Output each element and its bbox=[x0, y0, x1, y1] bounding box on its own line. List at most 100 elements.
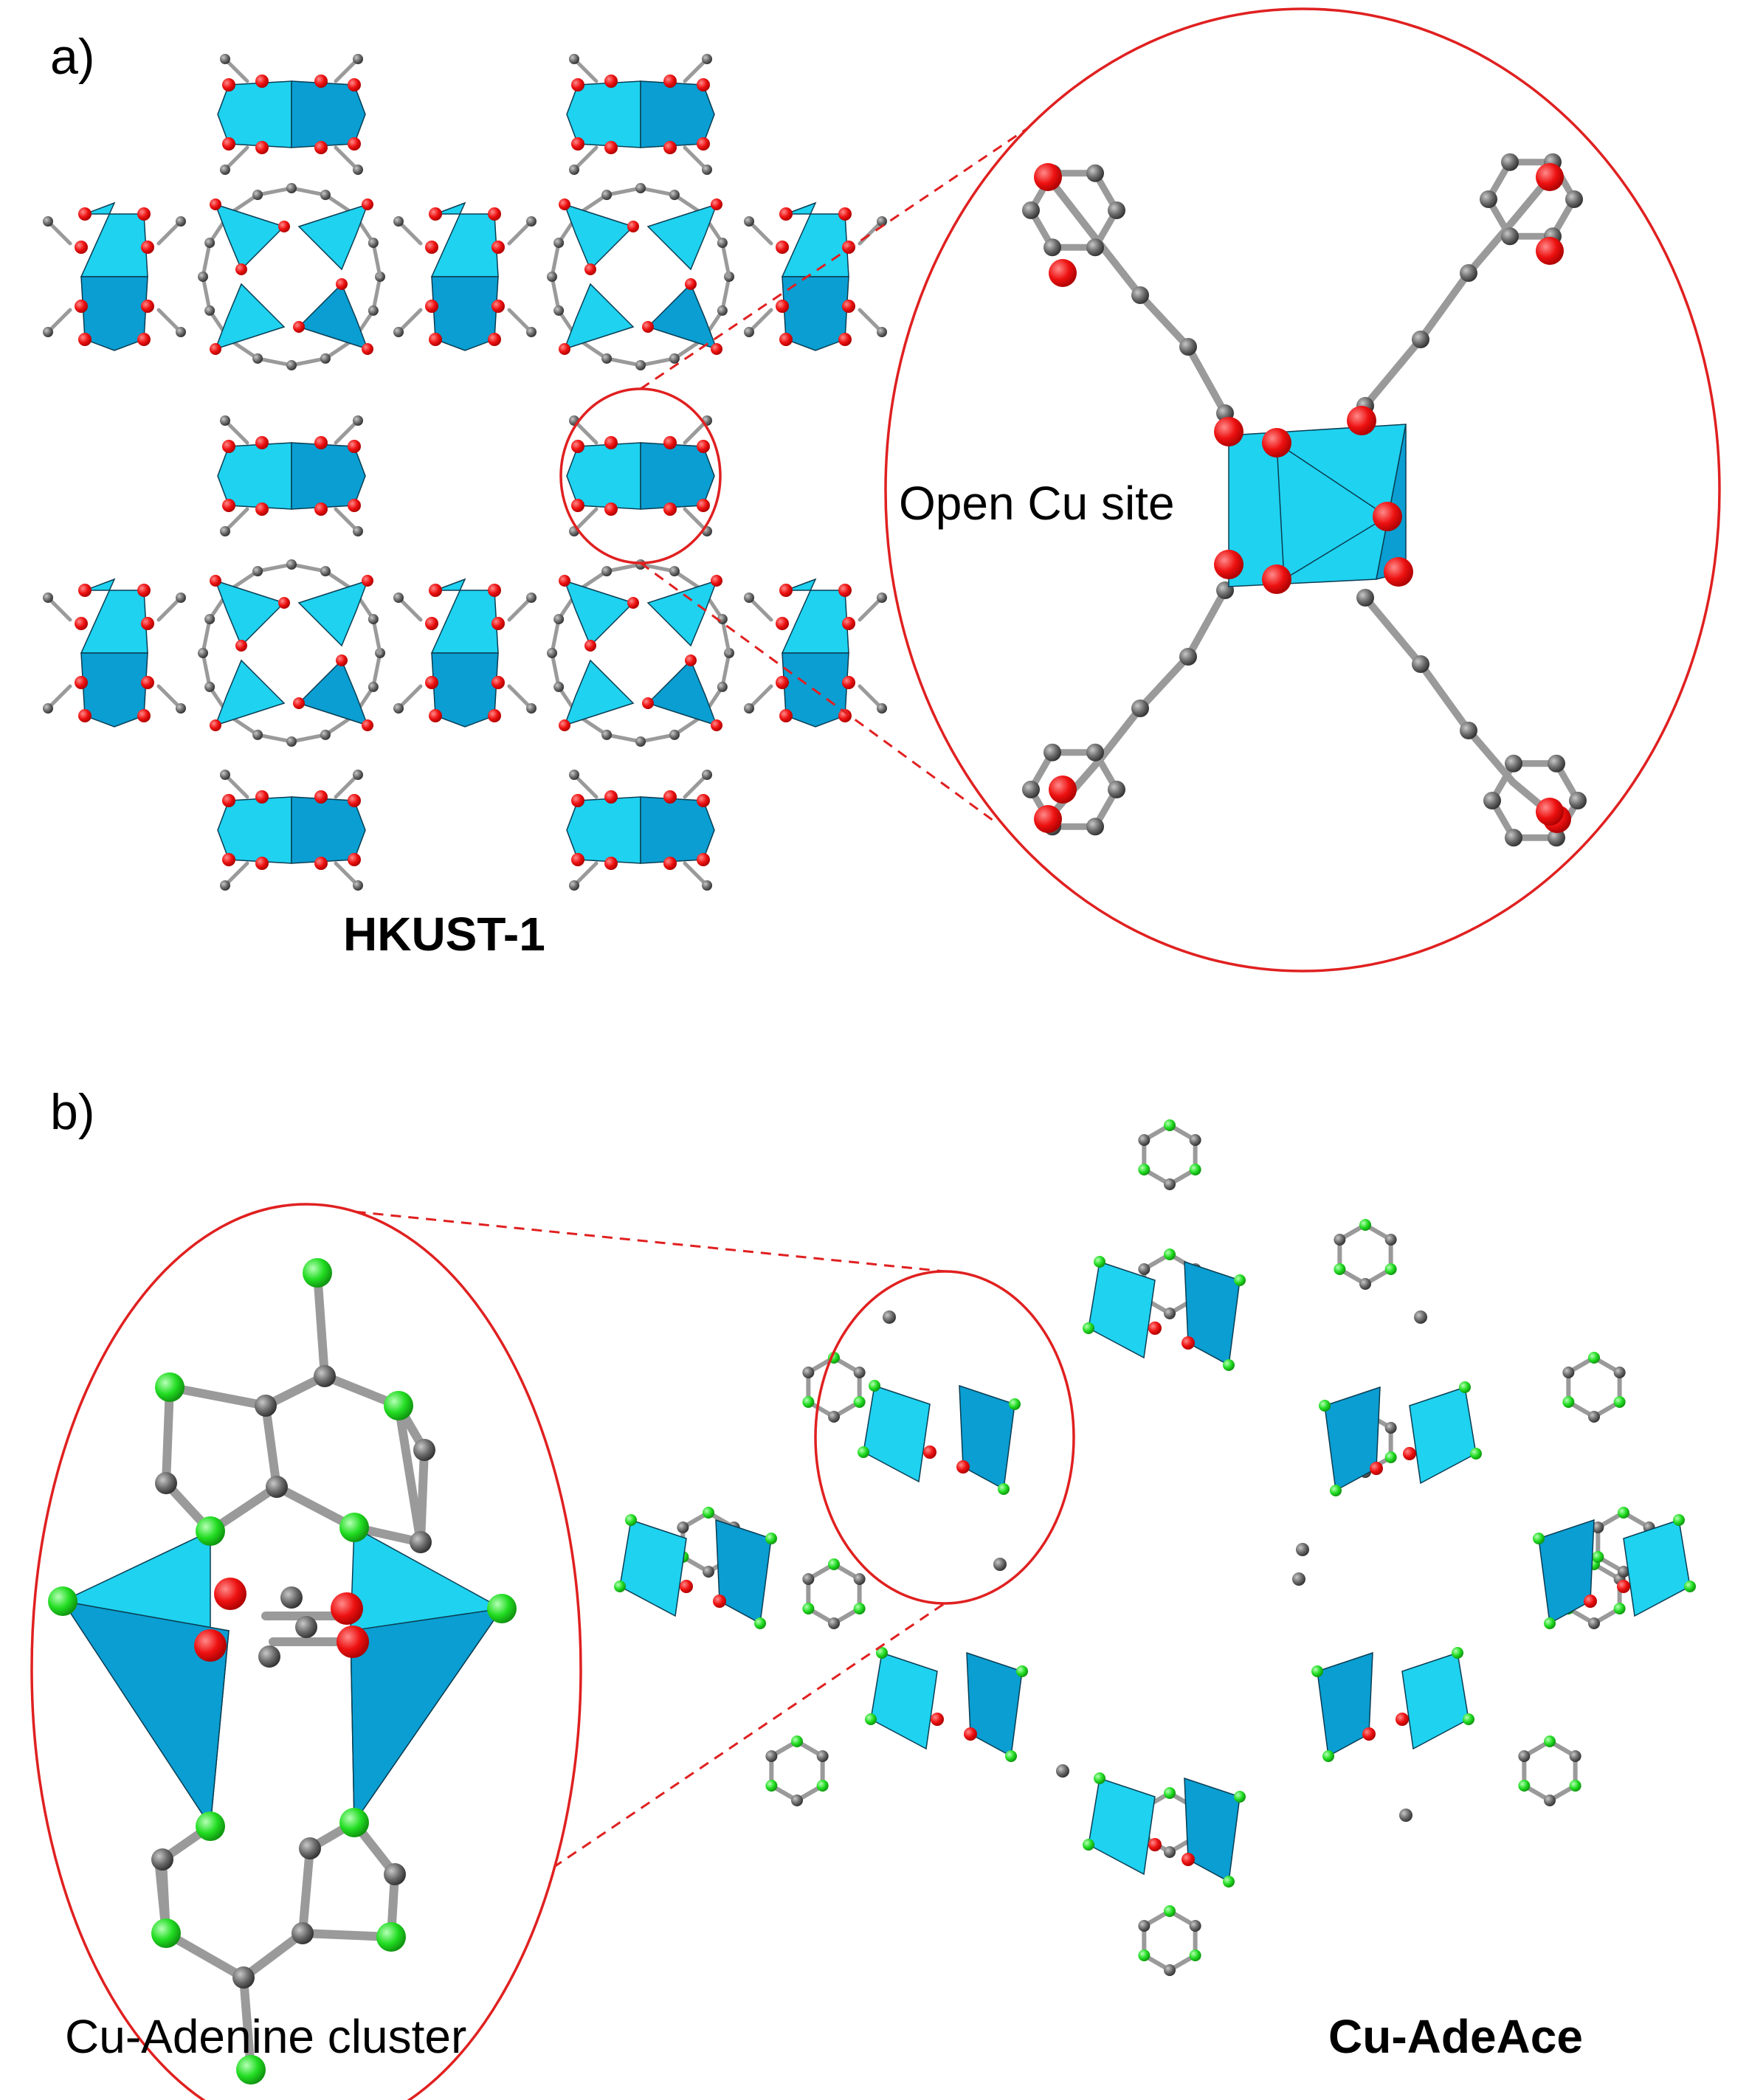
bond bbox=[1362, 336, 1424, 410]
oxygen-atom bbox=[255, 790, 269, 804]
oxygen-atom bbox=[75, 617, 88, 630]
bond bbox=[507, 684, 534, 711]
carbon-atom bbox=[155, 1472, 177, 1494]
oxygen-atom bbox=[348, 440, 361, 453]
oxygen-atom bbox=[293, 697, 305, 709]
carbon-atom bbox=[410, 1531, 432, 1553]
carbon-atom bbox=[828, 1617, 840, 1629]
cu-adenine-highlight-circle bbox=[814, 1270, 1075, 1605]
copper-polyhedron bbox=[1276, 441, 1389, 581]
oxygen-atom bbox=[642, 697, 654, 709]
carbon-atom bbox=[353, 526, 363, 536]
nitrogen-atom bbox=[1384, 1263, 1397, 1275]
copper-polyhedron bbox=[640, 796, 715, 864]
oxygen-atom bbox=[627, 221, 639, 232]
carbon-atom bbox=[1548, 829, 1565, 847]
oxygen-atom bbox=[336, 654, 348, 666]
bond bbox=[1044, 173, 1103, 247]
bond bbox=[396, 684, 423, 711]
carbon-atom bbox=[744, 593, 754, 603]
carbon-atom bbox=[802, 1573, 815, 1585]
oxygen-atom bbox=[75, 241, 88, 254]
nitrogen-atom bbox=[1223, 1876, 1235, 1887]
carbon-atom bbox=[258, 1645, 280, 1668]
oxygen-atom bbox=[348, 853, 361, 866]
nitrogen-atom bbox=[876, 1647, 888, 1659]
nitrogen-atom bbox=[853, 1396, 866, 1408]
carbon-atom bbox=[252, 353, 263, 364]
oxygen-atom bbox=[956, 1460, 970, 1474]
carbon-atom bbox=[1164, 1308, 1176, 1319]
copper-polyhedron bbox=[1409, 1386, 1477, 1485]
carbon-atom bbox=[1565, 190, 1583, 208]
oxygen-atom bbox=[336, 278, 348, 290]
oxygen-atom bbox=[1262, 564, 1291, 594]
carbon-atom bbox=[151, 1848, 173, 1871]
carbon-atom bbox=[286, 559, 297, 570]
carbon-atom bbox=[1138, 1134, 1151, 1146]
oxygen-atom bbox=[222, 853, 235, 866]
oxygen-atom bbox=[491, 617, 505, 630]
bond bbox=[396, 219, 423, 246]
oxygen-atom bbox=[559, 575, 570, 587]
oxygen-atom bbox=[931, 1713, 944, 1726]
copper-polyhedron bbox=[1324, 1386, 1381, 1492]
oxygen-atom bbox=[491, 241, 505, 254]
oxygen-atom bbox=[235, 263, 247, 275]
copper-polyhedron bbox=[291, 442, 366, 510]
carbon-atom bbox=[635, 360, 646, 370]
bond bbox=[156, 684, 183, 711]
nitrogen-atom bbox=[1223, 1359, 1235, 1371]
oxygen-atom bbox=[255, 75, 269, 88]
nitrogen-atom bbox=[1164, 1119, 1176, 1131]
carbon-atom bbox=[635, 736, 646, 747]
carbon-atom bbox=[877, 593, 887, 603]
carbon-atom bbox=[1164, 1964, 1176, 1976]
carbon-atom bbox=[204, 238, 215, 249]
carbon-atom bbox=[601, 729, 613, 740]
carbon-atom bbox=[717, 238, 728, 249]
carbon-atom bbox=[292, 1922, 314, 1944]
oxygen-atom bbox=[779, 709, 793, 722]
carbon-atom bbox=[883, 1310, 896, 1324]
carbon-atom bbox=[393, 593, 404, 603]
carbon-atom bbox=[1384, 1234, 1397, 1246]
nitrogen-atom bbox=[1618, 1507, 1629, 1519]
nitrogen-atom bbox=[1322, 1750, 1334, 1762]
copper-polyhedron bbox=[80, 652, 148, 728]
zoom-line-b-lower bbox=[449, 1602, 945, 1938]
nitrogen-atom bbox=[1470, 1448, 1482, 1460]
oxygen-atom bbox=[571, 853, 584, 866]
oxygen-atom bbox=[711, 198, 722, 210]
carbon-atom bbox=[526, 703, 537, 714]
carbon-atom bbox=[1356, 589, 1374, 607]
oxygen-atom bbox=[604, 857, 618, 870]
oxygen-atom bbox=[776, 676, 789, 689]
oxygen-atom bbox=[642, 321, 654, 333]
oxygen-atom bbox=[680, 1580, 693, 1593]
carbon-atom bbox=[1022, 201, 1040, 219]
oxygen-atom bbox=[1384, 557, 1413, 587]
nitrogen-atom bbox=[998, 1483, 1010, 1495]
oxygen-atom bbox=[711, 719, 722, 731]
nitrogen-atom bbox=[1016, 1665, 1028, 1677]
carbon-atom bbox=[220, 770, 230, 780]
oxygen-atom bbox=[137, 584, 151, 597]
carbon-atom bbox=[176, 327, 186, 337]
carbon-atom bbox=[1108, 781, 1125, 798]
copper-polyhedron bbox=[297, 579, 369, 647]
carbon-atom bbox=[547, 272, 557, 282]
bond bbox=[298, 1929, 396, 1941]
copper-polyhedron bbox=[80, 276, 148, 351]
oxygen-atom bbox=[1214, 417, 1243, 446]
carbon-atom bbox=[526, 327, 537, 337]
oxygen-atom bbox=[685, 278, 697, 290]
nitrogen-atom bbox=[1138, 1949, 1151, 1961]
zoom-line-b-upper bbox=[302, 1205, 945, 1273]
nitrogen-atom bbox=[869, 1380, 880, 1392]
bond bbox=[550, 651, 561, 689]
copper-polyhedron bbox=[297, 203, 369, 271]
oxygen-atom bbox=[923, 1446, 936, 1459]
oxygen-atom bbox=[429, 584, 442, 597]
oxygen-atom bbox=[255, 436, 269, 449]
